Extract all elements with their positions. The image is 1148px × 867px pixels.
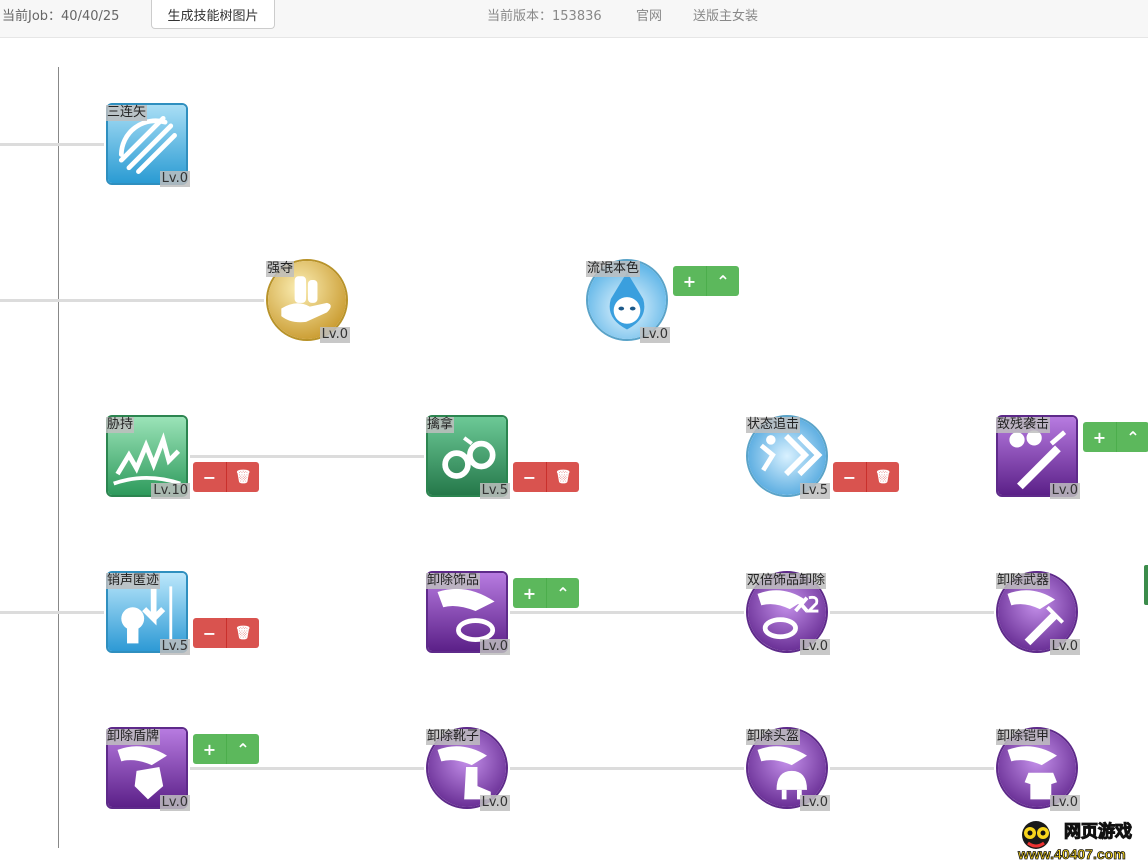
version-label: 当前版本：153836 [487,9,602,24]
tree-connector [0,611,104,614]
rogue-nature-controls: + ⌃ [673,266,739,296]
skill-node-strip-weapon: 卸除武器 Lv.0 [996,571,1080,655]
tree-connector [0,143,104,146]
remove-level-button[interactable]: − [513,462,546,492]
gift-link[interactable]: 送版主女装 [693,9,759,24]
skill-node-double-strip-accessory: 双倍饰品卸除 Lv.0 [746,571,830,655]
tree-connector [0,299,264,302]
skill-name: 卸除武器 [996,573,1051,589]
skill-name: 状态追击 [746,417,801,433]
hijack-icon[interactable] [106,415,188,497]
skill-node-capture: 擒拿 Lv.5 [426,415,510,499]
tree-connector [830,767,994,770]
hijack-controls: − 🗑 [193,462,259,492]
skill-node-triple-arrow: 三连矢 Lv.0 [106,103,190,187]
skill-name: 销声匿迹 [106,573,161,589]
tree-connector [190,455,424,458]
skill-name: 卸除头盔 [746,729,801,745]
add-level-button[interactable]: + [1083,422,1116,452]
max-level-button[interactable]: ⌃ [706,266,739,296]
top-bar: 当前Job：40/40/25 生成技能树图片 当前版本：153836 官网 送版… [0,0,1148,38]
skill-node-strip-boots: 卸除靴子 Lv.0 [426,727,510,811]
skill-level: Lv.0 [799,639,830,655]
skill-level: Lv.5 [159,639,190,655]
skill-name: 三连矢 [106,105,148,121]
tree-connector [830,611,994,614]
max-level-button[interactable]: ⌃ [546,578,579,608]
status-chase-controls: − 🗑 [833,462,899,492]
skill-level: Lv.0 [159,171,190,187]
skill-node-strip-helm: 卸除头盔 Lv.0 [746,727,830,811]
skill-name: 强夺 [266,261,295,277]
skill-level: Lv.0 [479,639,510,655]
official-site-link[interactable]: 官网 [636,9,663,24]
skill-node-plunder: 强夺 Lv.0 [266,259,350,343]
skill-node-status-chase: 状态追击 Lv.5 [746,415,830,499]
skill-level: Lv.0 [319,327,350,343]
max-level-button[interactable]: ⌃ [1116,422,1148,452]
remove-level-button[interactable]: − [193,618,226,648]
skill-name: 卸除饰品 [426,573,481,589]
skill-name: 致残袭击 [996,417,1051,433]
skill-name: 卸除盾牌 [106,729,161,745]
skill-node-fatal-raid: 致残袭击 Lv.0 [996,415,1080,499]
trash-icon[interactable]: 🗑 [546,462,579,492]
skill-level: Lv.0 [479,795,510,811]
trash-icon[interactable]: 🗑 [226,618,259,648]
skill-name: 双倍饰品卸除 [746,573,827,589]
skill-node-strip-shield: 卸除盾牌 Lv.0 [106,727,190,811]
watermark-url: www.40407.com [1017,846,1126,862]
strip-shield-controls: + ⌃ [193,734,259,764]
add-level-button[interactable]: + [513,578,546,608]
tree-vertical-line [58,67,59,848]
max-level-button[interactable]: ⌃ [226,734,259,764]
tree-connector [510,611,744,614]
trash-icon[interactable]: 🗑 [226,462,259,492]
skill-node-strip-armor: 卸除铠甲 Lv.0 [996,727,1080,811]
skill-level: Lv.5 [799,483,830,499]
tree-connector [510,767,744,770]
skill-node-strip-accessory: 卸除饰品 Lv.0 [426,571,510,655]
strip-accessory-controls: + ⌃ [513,578,579,608]
skill-level: Lv.0 [1049,483,1080,499]
skill-level: Lv.0 [799,795,830,811]
add-level-button[interactable]: + [193,734,226,764]
skill-level: Lv.0 [159,795,190,811]
skill-name: 擒拿 [426,417,455,433]
watermark-title: 网页游戏 [1064,821,1132,841]
capture-icon[interactable] [426,415,508,497]
skill-node-rogue-nature: 流氓本色 Lv.0 [586,259,670,343]
skill-name: 胁持 [106,417,135,433]
capture-controls: − 🗑 [513,462,579,492]
skill-node-hijack: 胁持 Lv.10 [106,415,190,499]
side-panel-tab[interactable] [1144,565,1148,605]
trash-icon[interactable]: 🗑 [866,462,899,492]
skill-node-silent-hide: 销声匿迹 Lv.5 [106,571,190,655]
skill-level: Lv.5 [479,483,510,499]
skill-level: Lv.0 [1049,795,1080,811]
skill-name: 卸除铠甲 [996,729,1051,745]
skill-name: 卸除靴子 [426,729,481,745]
remove-level-button[interactable]: − [833,462,866,492]
add-level-button[interactable]: + [673,266,706,296]
skill-level: Lv.10 [151,483,190,499]
skill-name: 流氓本色 [586,261,641,277]
silent-hide-controls: − 🗑 [193,618,259,648]
site-watermark: 网页游戏 www.40407.com [1016,815,1144,863]
tree-connector [190,767,424,770]
rogue-nature-icon[interactable] [586,259,668,341]
job-label: 当前Job：40/40/25 [2,9,120,24]
skill-level: Lv.0 [1049,639,1080,655]
fatal-raid-controls: + ⌃ [1083,422,1148,452]
generate-tree-image-button[interactable]: 生成技能树图片 [151,0,275,29]
remove-level-button[interactable]: − [193,462,226,492]
skill-level: Lv.0 [639,327,670,343]
